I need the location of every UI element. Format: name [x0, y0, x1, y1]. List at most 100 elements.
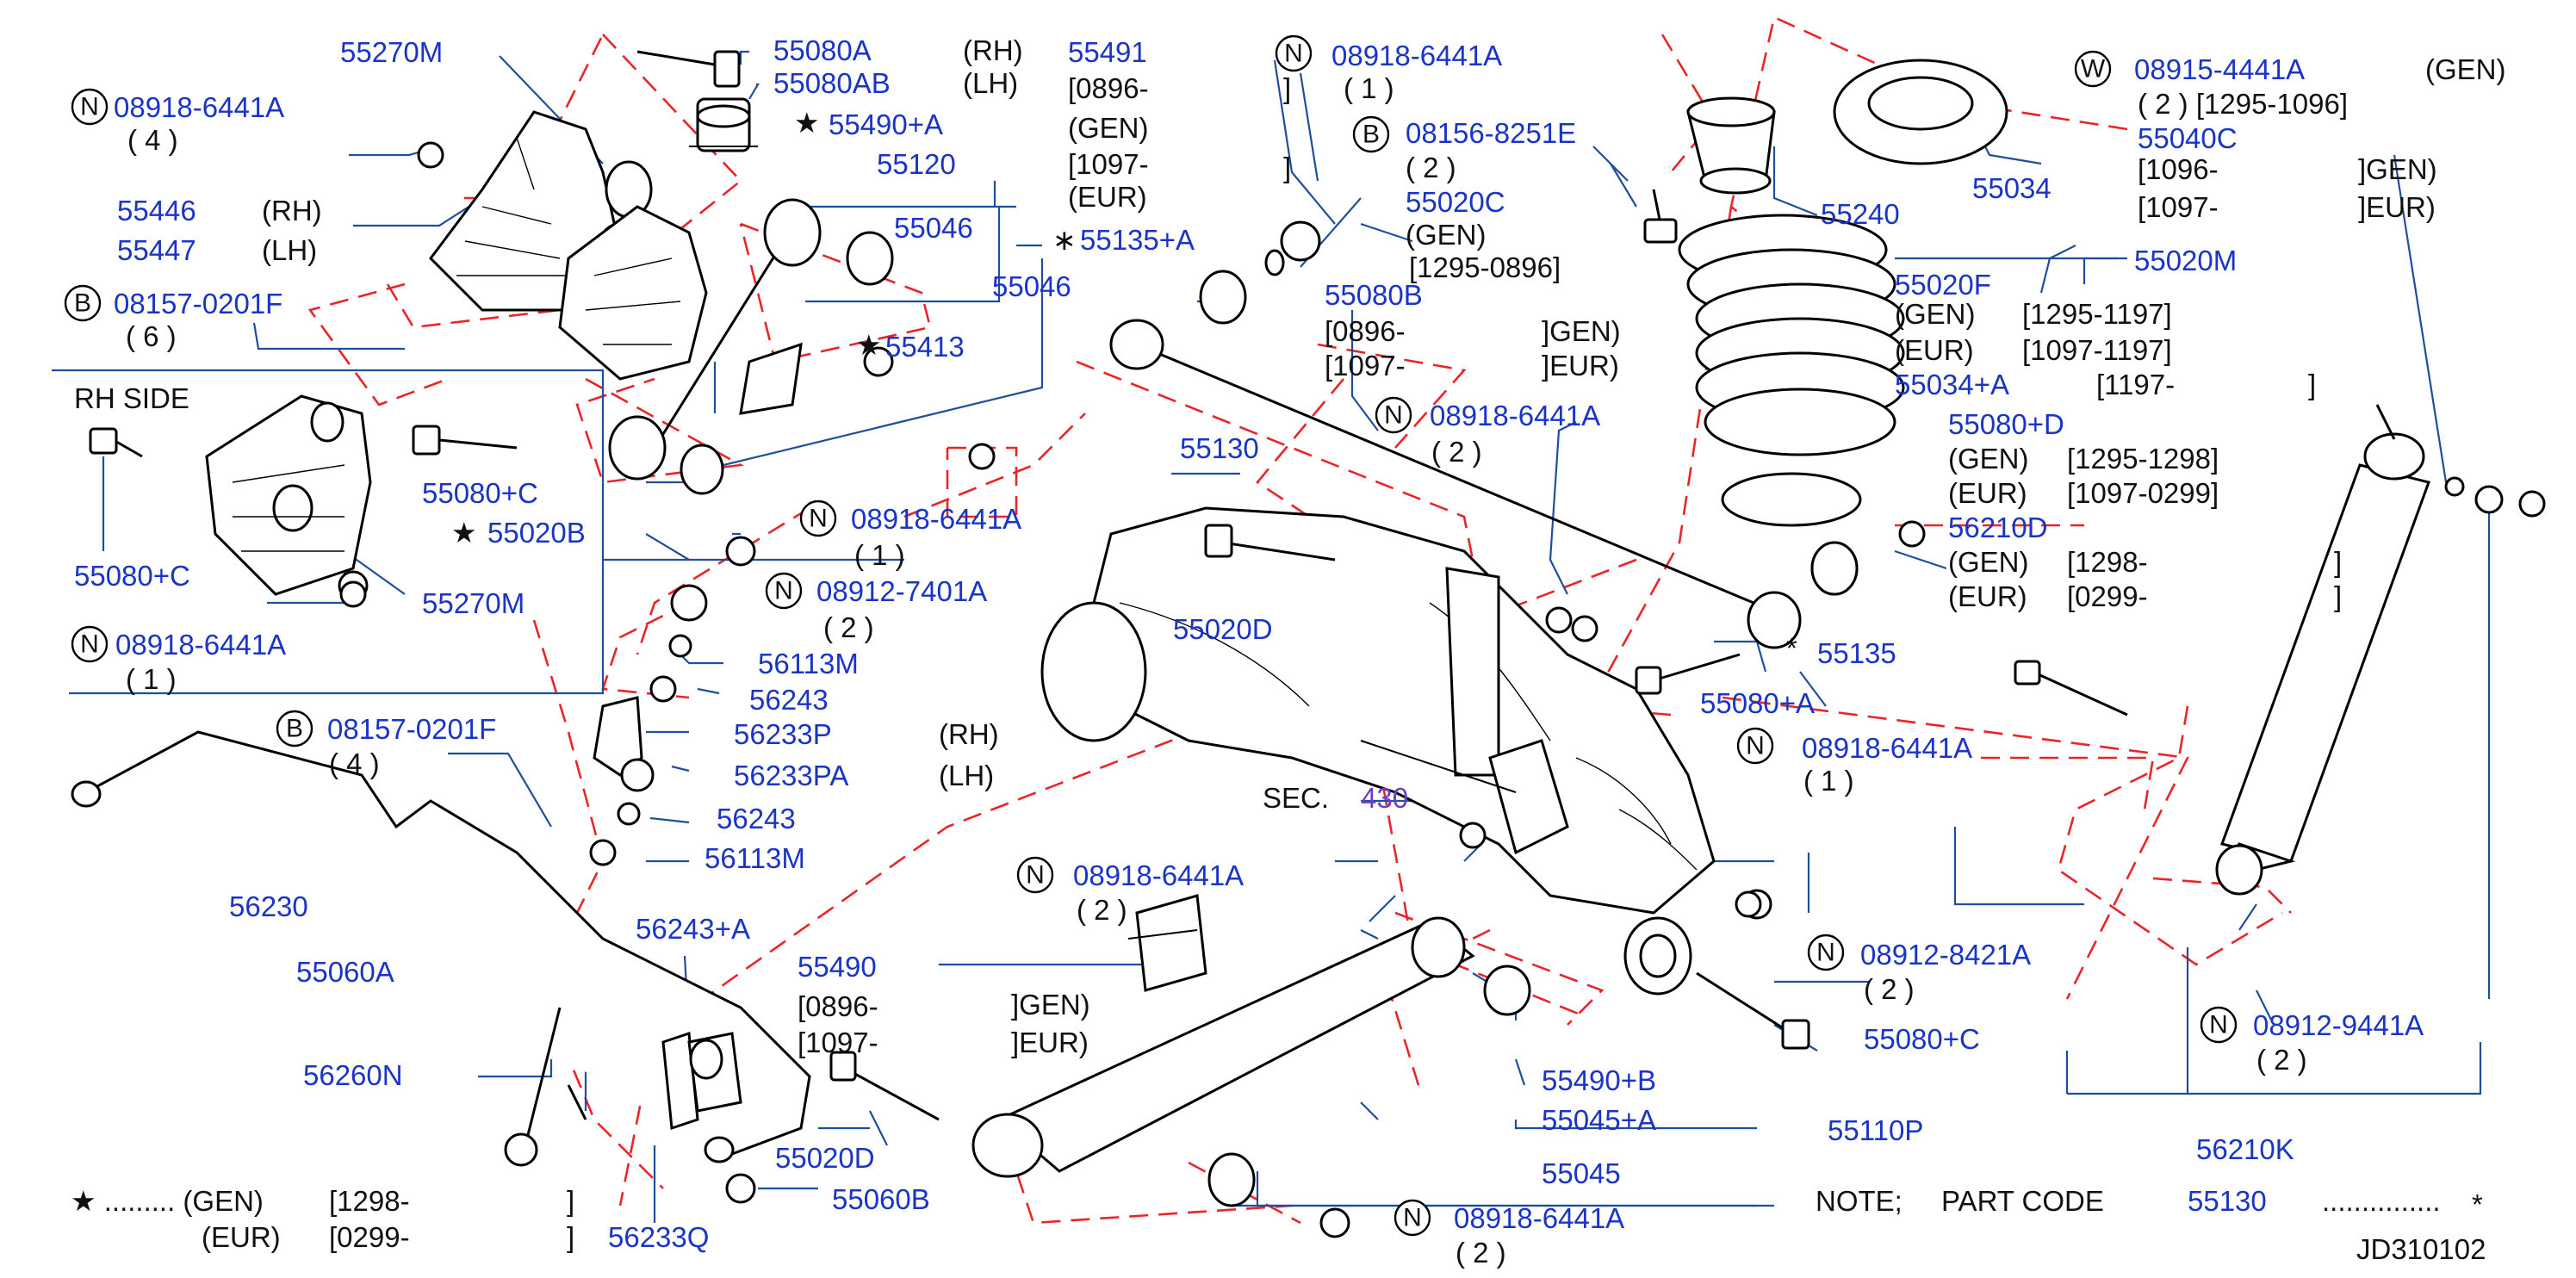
- qty-08156: ( 2 ): [1406, 152, 1456, 183]
- label-55120: 55120: [877, 148, 956, 180]
- svg-text:W: W: [2081, 55, 2106, 84]
- label-56210d-eur-range: [0299-: [2067, 580, 2148, 612]
- label-55034a-range: [1197-: [2096, 369, 2175, 400]
- label-55490a: 55490+A: [829, 109, 943, 140]
- label-55020b: 55020B: [487, 517, 586, 549]
- label-55080c-b: 55080+C: [422, 477, 538, 509]
- label-08918-6441a-c: 08918-6441A: [851, 503, 1021, 535]
- bracket-open-2: ]: [1283, 152, 1291, 183]
- label-55490-r1: [0896-: [798, 990, 878, 1022]
- label-56233p: 56233P: [734, 718, 832, 750]
- footnote-eur-range: [0299-: [329, 1221, 410, 1253]
- label-55080b-r1: [0896-: [1325, 315, 1406, 347]
- label-55080d-eur-range: [1097-0299]: [2067, 477, 2219, 509]
- label-55490: 55490: [798, 951, 877, 983]
- qty-08918-h: ( 1 ): [1803, 765, 1854, 797]
- label-55491-r2: [1097-: [1068, 148, 1149, 180]
- label-55080d-eur: (EUR): [1948, 477, 2027, 509]
- label-55046-a: 55046: [894, 212, 973, 244]
- label-rh-1: (RH): [963, 34, 1023, 66]
- upper-link-55120: [608, 198, 894, 495]
- qty-08912-a: ( 2 ): [823, 611, 874, 643]
- label-55080d-gen: (GEN): [1948, 443, 2029, 475]
- label-08918-6441a-h: 08918-6441A: [1802, 732, 1972, 764]
- footnote-close-1: ]: [567, 1185, 574, 1217]
- qty-08918-f: ( 2 ): [1077, 894, 1127, 926]
- label-55060a: 55060A: [296, 956, 394, 988]
- label-55040c: 55040C: [2138, 122, 2238, 154]
- spring-seat-55034: [1833, 59, 2008, 165]
- stabilizer-bar: [71, 730, 811, 1163]
- lower-link-55110p: [971, 916, 1692, 1207]
- label-56243a: 56243+A: [636, 913, 750, 945]
- rh-side-bracket: [89, 394, 518, 601]
- label-55080b: 55080B: [1325, 279, 1423, 311]
- footnote-star-range: [1298-: [329, 1185, 410, 1217]
- label-56210d-close-1: ]: [2334, 546, 2342, 578]
- label-56113m-b: 56113M: [705, 842, 805, 874]
- label-55080c-a: 55080+C: [74, 560, 190, 592]
- label-56233pa: 56233PA: [734, 760, 848, 791]
- qty-08918-e: ( 2 ): [1431, 436, 1482, 468]
- label-55080b-eur: ]EUR): [1542, 350, 1619, 382]
- label-55447-side: (LH): [262, 234, 317, 266]
- label-55491-gen: (GEN): [1068, 112, 1149, 144]
- qty-08918-b: ( 1 ): [126, 663, 177, 695]
- label-55060b: 55060B: [832, 1183, 930, 1215]
- label-56210k: 56210K: [2196, 1133, 2294, 1165]
- label-08915-4441a: 08915-4441A: [2134, 53, 2305, 85]
- label-56210d-eur: (EUR): [1948, 580, 2027, 612]
- circle-markers: N B N N N B N B N N N W N N N: [64, 34, 2238, 1237]
- label-55046-b: 55046: [992, 270, 1071, 302]
- label-55034: 55034: [1972, 172, 2051, 204]
- label-55080a: 55080A: [773, 34, 872, 66]
- label-56260n: 56260N: [303, 1059, 403, 1091]
- label-08157-0201f-b: 08157-0201F: [327, 713, 496, 745]
- bolt-55080a: [636, 50, 741, 88]
- footnote-eur: (EUR): [202, 1221, 281, 1253]
- label-56230: 56230: [229, 890, 308, 922]
- label-55446-side: (RH): [262, 195, 322, 226]
- note-star: *: [2472, 1188, 2483, 1220]
- star-55413: ★: [856, 329, 882, 361]
- diagram-id: JD310102: [2356, 1233, 2486, 1265]
- shock-absorber: [2215, 404, 2504, 896]
- star-55490a: ★: [794, 107, 820, 139]
- coil-spring: [1678, 214, 1905, 527]
- label-55020f: 55020F: [1895, 269, 1991, 301]
- label-55490-r2: [1097-: [798, 1027, 878, 1058]
- label-56243-b: 56243: [717, 803, 796, 834]
- label-55080d-gen-range: [1295-1298]: [2067, 443, 2219, 475]
- svg-text:N: N: [1384, 401, 1403, 430]
- note-leader: ...............: [2322, 1185, 2441, 1217]
- svg-text:B: B: [286, 715, 303, 743]
- qty-08912-b: ( 2 ): [1864, 973, 1915, 1005]
- note-label: NOTE;: [1816, 1185, 1903, 1217]
- label-55080ab: 55080AB: [773, 67, 891, 99]
- svg-text:N: N: [1816, 939, 1835, 967]
- label-55045: 55045: [1542, 1157, 1621, 1189]
- label-08918-6441a-a: 08918-6441A: [114, 91, 284, 123]
- note-part-code: 55130: [2188, 1185, 2267, 1217]
- label-55447: 55447: [117, 234, 196, 266]
- qty-08157-a: ( 6 ): [126, 320, 177, 352]
- svg-text:N: N: [1403, 1204, 1422, 1232]
- label-55270m-b: 55270M: [422, 587, 525, 619]
- label-08912-7401a: 08912-7401A: [816, 575, 987, 607]
- bracket-55446: [429, 110, 708, 381]
- label-55135: 55135: [1817, 637, 1896, 669]
- label-56233q: 56233Q: [608, 1221, 709, 1253]
- label-55020f-gen-range: [1295-1197]: [2022, 298, 2172, 330]
- label-08918-6441a-b: 08918-6441A: [115, 629, 286, 661]
- label-55413: 55413: [885, 331, 965, 363]
- sec-number: 430: [1361, 782, 1408, 814]
- label-55040c-eur: ]EUR): [2358, 191, 2436, 223]
- label-55270m-top: 55270M: [340, 36, 443, 68]
- label-55034a: 55034+A: [1895, 369, 2009, 400]
- label-08918-6441a-f: 08918-6441A: [1073, 859, 1244, 891]
- qty-08915: ( 2 ) [1295-1096]: [2138, 88, 2348, 120]
- labels: 55270M 08918-6441A ( 4 ) 55446 (RH) 5544…: [71, 34, 2506, 1269]
- svg-text:N: N: [80, 630, 99, 659]
- label-08156-8251e: 08156-8251E: [1406, 117, 1576, 149]
- label-56210d: 56210D: [1948, 512, 2048, 543]
